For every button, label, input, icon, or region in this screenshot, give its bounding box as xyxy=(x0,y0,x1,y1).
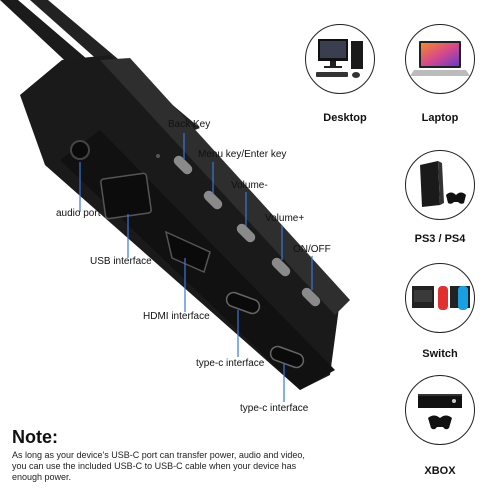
volume-up-button-graphic xyxy=(271,257,291,277)
device-label-xbox: XBOX xyxy=(424,465,456,477)
indicator-dot xyxy=(156,154,160,158)
device-label-desktop: Desktop xyxy=(323,112,367,124)
note-title: Note: xyxy=(12,427,58,447)
typec-port-graphic-1 xyxy=(225,291,261,315)
volume-up-label: Volume+ xyxy=(265,213,305,224)
laptop-icon xyxy=(410,41,470,76)
typec-interface-label-2: type-c interface xyxy=(240,403,309,414)
note-text: As long as your device's USB-C port can … xyxy=(12,450,305,482)
ps-thumbnail xyxy=(405,150,475,220)
back-key-label: Back Key xyxy=(168,119,211,130)
monitor-edge xyxy=(100,58,350,315)
volume-down-button-graphic xyxy=(236,223,256,243)
switch-thumbnail xyxy=(405,263,475,333)
audio-port-graphic xyxy=(70,140,90,160)
leader-lines xyxy=(79,133,313,402)
usb-interface-label: USB interface xyxy=(90,256,152,267)
power-label: ON/OFF xyxy=(293,244,331,255)
volume-down-label: Volume- xyxy=(231,180,268,191)
device-label-ps: PS3 / PS4 xyxy=(414,233,466,245)
xbox-thumbnail xyxy=(405,375,475,445)
typec-interface-label-1: type-c interface xyxy=(196,358,265,369)
hdmi-port-graphic xyxy=(164,230,211,274)
usb-port-graphic xyxy=(100,172,152,220)
menu-key-button-graphic xyxy=(203,190,223,210)
power-button-graphic xyxy=(301,287,321,307)
device-label-switch: Switch xyxy=(422,348,458,360)
desktop-thumbnail xyxy=(305,24,375,94)
typec-port-graphic-2 xyxy=(269,345,305,369)
desktop-computer-icon xyxy=(316,39,363,78)
laptop-thumbnail xyxy=(405,24,475,94)
handheld-console-icon xyxy=(412,286,470,310)
menu-key-label: Menu key/Enter key xyxy=(198,149,287,160)
xbox-console-icon xyxy=(418,394,462,430)
hdmi-interface-label: HDMI interface xyxy=(143,311,210,322)
back-key-button-graphic xyxy=(173,155,193,175)
device-label-laptop: Laptop xyxy=(421,112,459,124)
audio-port-label: audio port xyxy=(56,208,101,219)
game-console-icon xyxy=(420,161,466,207)
